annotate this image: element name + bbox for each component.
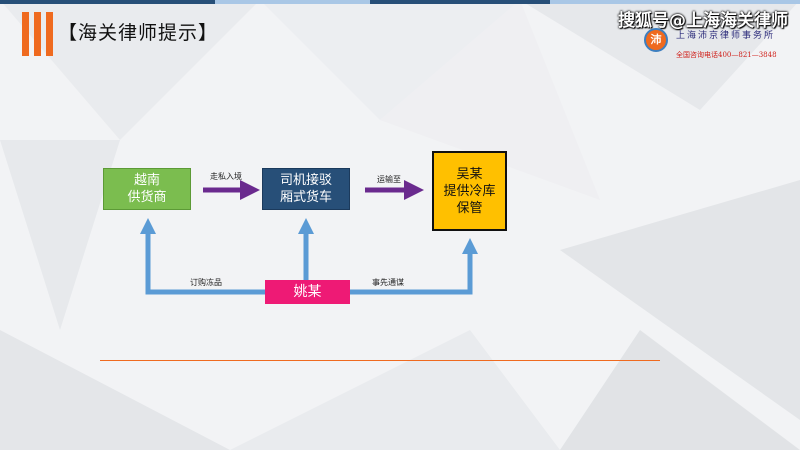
- hotline-text: 全国咨询电话400—821—3848: [676, 51, 777, 59]
- arrow-order: [139, 218, 265, 295]
- top-strip-light-2: [550, 0, 800, 4]
- node-wu-cold-storage: 吴某 提供冷库 保管: [432, 151, 507, 231]
- top-strip-navy: [370, 0, 550, 4]
- node-vietnam-supplier: 越南 供货商: [103, 168, 191, 210]
- label-order: 订购冻品: [190, 278, 222, 287]
- firm-logo-icon: 沛: [644, 28, 668, 52]
- label-collude: 事先通谋: [372, 278, 404, 287]
- arrow-collude: [350, 238, 478, 295]
- top-strip-blue: [0, 0, 215, 4]
- divider-line: [100, 360, 660, 361]
- page-title: 【海关律师提示】: [58, 22, 219, 44]
- firm-name: 上海沛京律师事务所: [676, 31, 776, 41]
- node-driver-truck: 司机接驳 厢式货车: [262, 168, 350, 210]
- label-transport: 运输至: [377, 175, 401, 184]
- top-strip-light: [215, 0, 370, 4]
- node-yao: 姚某: [265, 280, 350, 304]
- label-smuggle: 走私入境: [210, 172, 242, 181]
- watermark-text: 搜狐号@上海海关律师: [618, 11, 788, 31]
